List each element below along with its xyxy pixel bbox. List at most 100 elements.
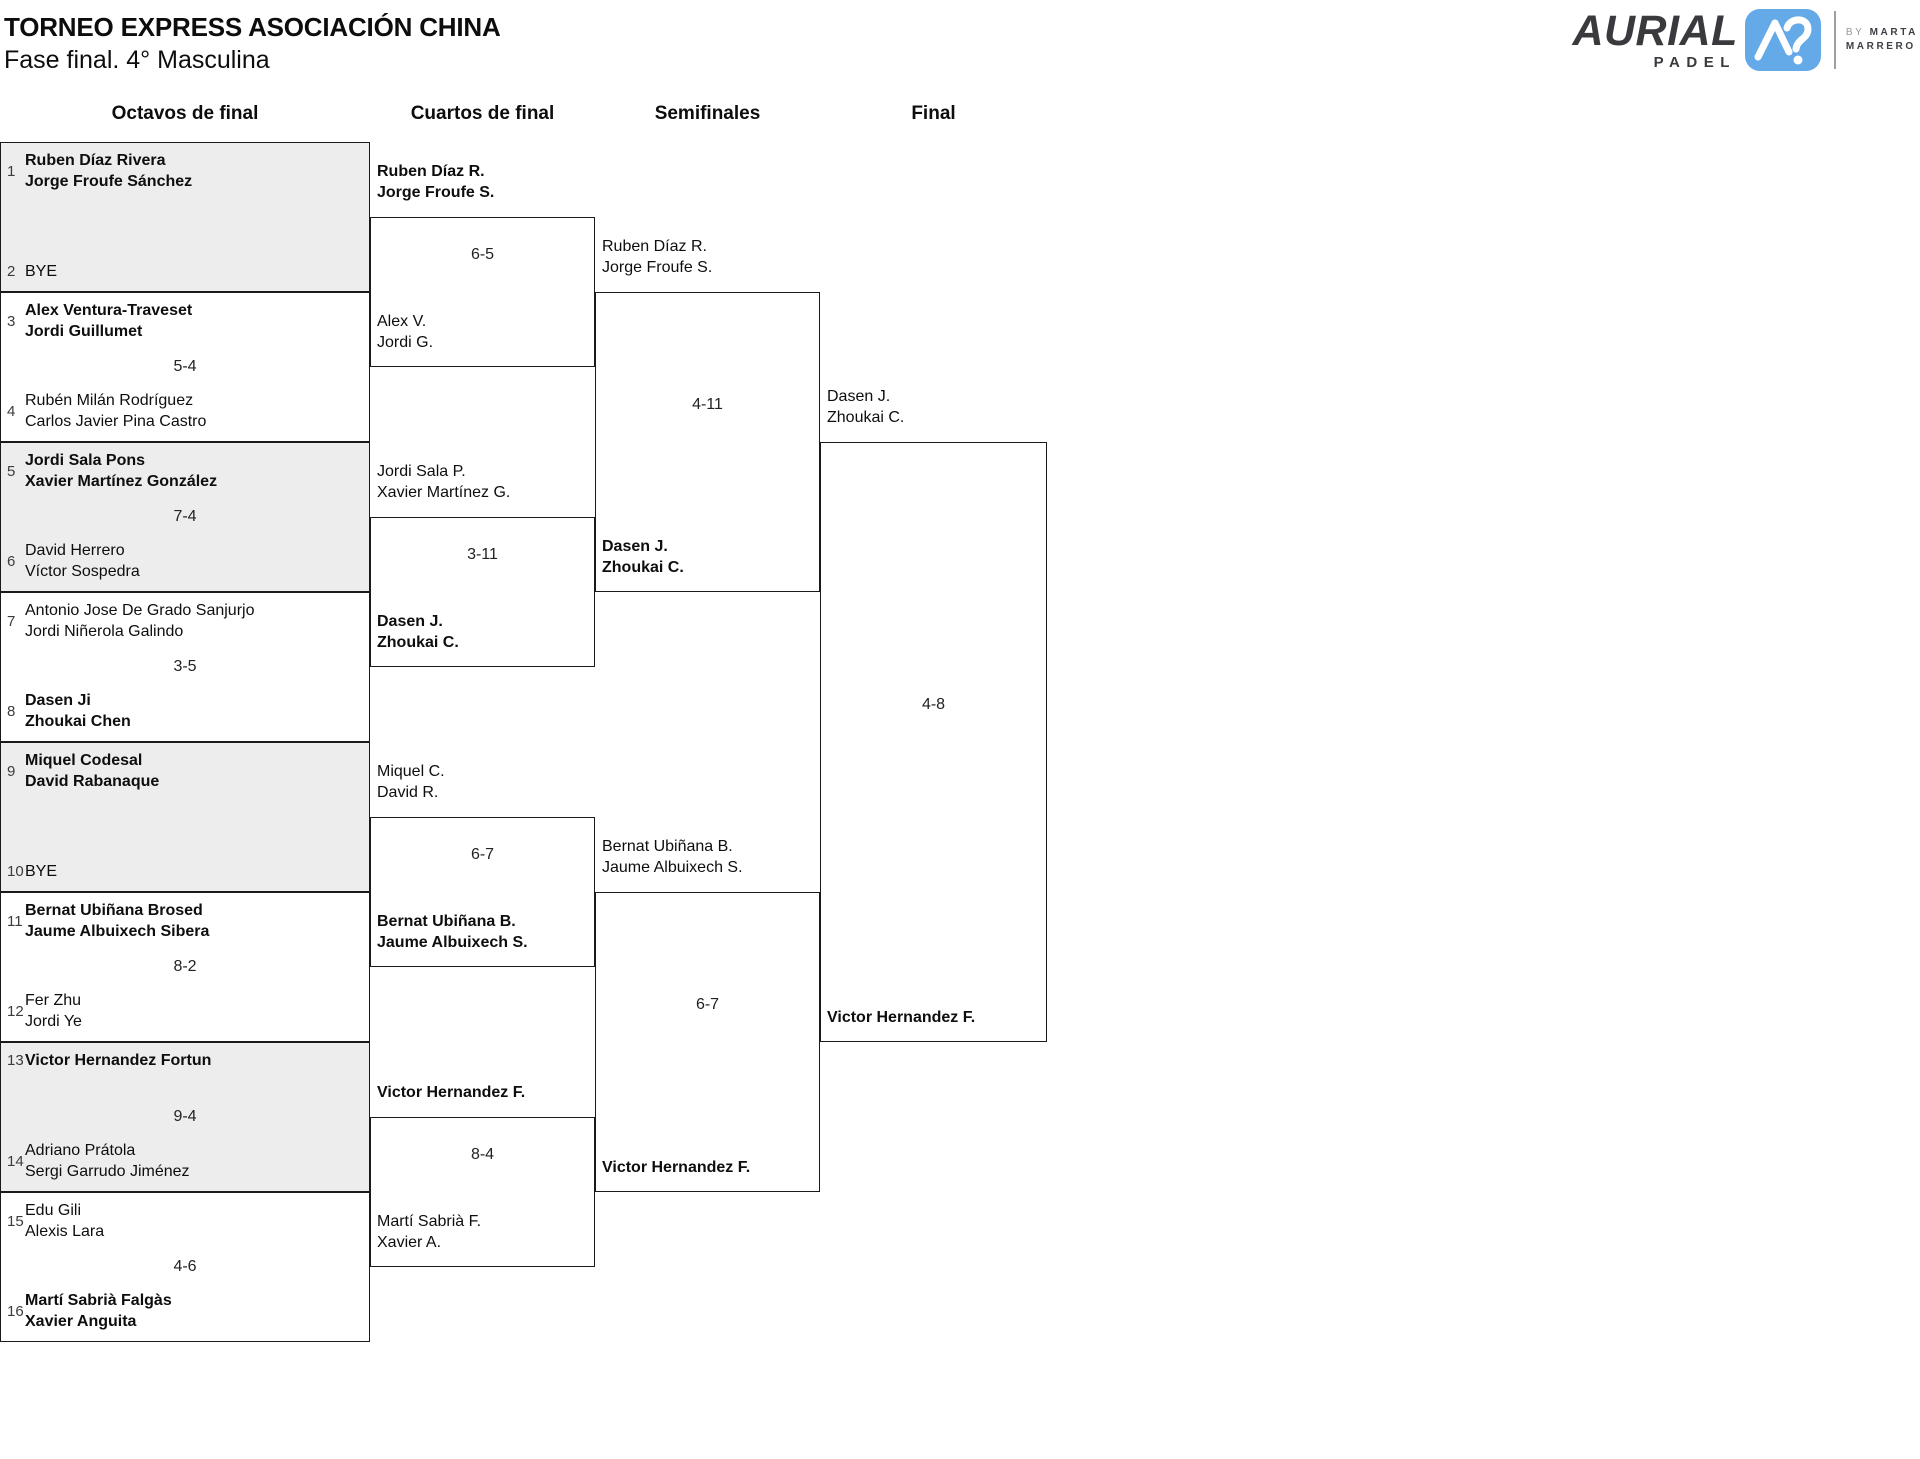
seed-number: 11	[7, 912, 23, 930]
seed-number: 5	[7, 462, 16, 480]
team-slot-top: 9 Miquel Codesal David Rabanaque	[7, 750, 365, 792]
page-subtitle: Fase final. 4° Masculina	[4, 46, 270, 74]
seed-number: 13	[7, 1052, 24, 1069]
player-name: Carlos Javier Pina Castro	[25, 413, 207, 430]
player-name: Zhoukai C.	[602, 559, 684, 576]
player-name: Bernat Ubiñana Brosed	[25, 902, 203, 919]
match-score: 4-8	[921, 696, 946, 713]
player-name: BYE	[25, 263, 58, 280]
player-name: Dasen J.	[377, 613, 443, 630]
match-r16-2: 3 Alex Ventura-Traveset Jordi Guillumet …	[0, 292, 370, 442]
team-slot-top: 5 Jordi Sala Pons Xavier Martínez Gonzál…	[7, 450, 365, 492]
match-r16-6: 11 Bernat Ubiñana Brosed Jaume Albuixech…	[0, 892, 370, 1042]
player-name: Dasen Ji	[25, 692, 91, 709]
team-slot-bottom: 4 Rubén Milán Rodríguez Carlos Javier Pi…	[7, 390, 365, 432]
player-name: Zhoukai C.	[827, 409, 905, 426]
player-name: Bernat Ubiñana B.	[377, 913, 516, 930]
logo-padel-text: PADEL	[1653, 54, 1736, 71]
player-name: Dasen J.	[827, 388, 891, 405]
player-name: Alexis Lara	[25, 1223, 105, 1240]
player-name: Jordi G.	[377, 334, 434, 351]
player-name: Jaume Albuixech S.	[377, 934, 528, 951]
player-name: David R.	[377, 784, 439, 801]
advancer-label-sf2-bottom: Victor Hernandez F.	[602, 1157, 750, 1178]
by-prefix: BY	[1845, 27, 1865, 38]
match-score: 9-4	[173, 1108, 197, 1125]
seed-number: 16	[7, 1302, 24, 1320]
player-name: Antonio Jose De Grado Sanjurjo	[25, 602, 255, 619]
team-names: Bernat Ubiñana Brosed Jaume Albuixech Si…	[25, 900, 209, 942]
player-name: Miquel Codesal	[25, 752, 143, 769]
player-name: Jordi Guillumet	[25, 323, 143, 340]
player-name: BYE	[25, 863, 58, 880]
player-name: David Herrero	[25, 542, 125, 559]
player-name: Ruben Díaz R.	[377, 163, 485, 180]
team-names: Alex Ventura-Traveset Jordi Guillumet	[25, 300, 192, 342]
player-name: Jorge Froufe S.	[377, 184, 495, 201]
advancer-label-sf2-top: Bernat Ubiñana B. Jaume Albuixech S.	[602, 836, 743, 878]
player-name: Jaume Albuixech S.	[602, 859, 743, 876]
match-qf-2: 3-11	[370, 517, 595, 667]
seed-number: 4	[7, 402, 16, 420]
player-name: Dasen J.	[602, 538, 668, 555]
team-slot-bottom: 2 BYE	[7, 261, 365, 282]
seed-number: 2	[7, 263, 16, 280]
team-slot-top: 15 Edu Gili Alexis Lara	[7, 1200, 365, 1242]
player-name: Ruben Díaz Rivera	[25, 152, 166, 169]
match-r16-1: 1 Ruben Díaz Rivera Jorge Froufe Sánchez…	[0, 142, 370, 292]
match-r16-4: 7 Antonio Jose De Grado Sanjurjo Jordi N…	[0, 592, 370, 742]
team-names: Ruben Díaz Rivera Jorge Froufe Sánchez	[25, 150, 192, 192]
player-name: Alex V.	[377, 313, 427, 330]
seed-number: 9	[7, 762, 16, 780]
team-slot-bottom: 14 Adriano Prátola Sergi Garrudo Jiménez	[7, 1140, 365, 1182]
team-slot-top: 3 Alex Ventura-Traveset Jordi Guillumet	[7, 300, 365, 342]
advancer-label-sf1-top: Ruben Díaz R. Jorge Froufe S.	[602, 236, 712, 278]
advancer-label-qf3-top: Miquel C. David R.	[377, 761, 445, 803]
seed-number: 15	[7, 1212, 24, 1230]
player-name: Martí Sabrià Falgàs	[25, 1292, 172, 1309]
match-r16-3: 5 Jordi Sala Pons Xavier Martínez Gonzál…	[0, 442, 370, 592]
match-r16-7: 13 Victor Hernandez Fortun 9-4 14 Adrian…	[0, 1042, 370, 1192]
advancer-label-qf4-bottom: Martí Sabrià F. Xavier A.	[377, 1211, 481, 1253]
match-score: 3-5	[173, 658, 197, 675]
team-names: Victor Hernandez Fortun	[25, 1050, 211, 1071]
player-name: Jordi Ye	[25, 1013, 82, 1030]
player-name: Bernat Ubiñana B.	[602, 838, 733, 855]
match-score: 7-4	[173, 508, 197, 525]
player-name: Xavier Anguita	[25, 1313, 137, 1330]
player-name: Adriano Prátola	[25, 1142, 136, 1159]
player-name: Edu Gili	[25, 1202, 82, 1219]
player-name: Rubén Milán Rodríguez	[25, 392, 194, 409]
match-score: 8-4	[470, 1146, 495, 1163]
player-name: Xavier Martínez González	[25, 473, 218, 490]
logo-byline: BY MARTA MARRERO	[1846, 26, 1918, 54]
team-slot-bottom: 16 Martí Sabrià Falgàs Xavier Anguita	[7, 1290, 365, 1332]
advancer-label-sf1-bottom: Dasen J. Zhoukai C.	[602, 536, 684, 578]
match-sf-1: 4-11	[595, 292, 820, 592]
match-score: 3-11	[467, 546, 498, 563]
match-r16-8: 15 Edu Gili Alexis Lara 4-6 16 Martí Sab…	[0, 1192, 370, 1342]
seed-number: 10	[7, 863, 24, 880]
round-header-cuartos: Cuartos de final	[410, 103, 555, 124]
player-name: Jordi Niñerola Galindo	[25, 623, 184, 640]
team-names: Fer Zhu Jordi Ye	[25, 990, 82, 1032]
player-name: Victor Hernandez F.	[377, 1084, 526, 1101]
by-name-bottom: MARRERO	[1845, 41, 1916, 52]
match-score: 5-4	[173, 358, 197, 375]
match-score: 4-11	[692, 396, 723, 413]
advancer-label-final-top: Dasen J. Zhoukai C.	[827, 386, 904, 428]
advancer-label-final-bottom: Victor Hernandez F.	[827, 1007, 975, 1028]
player-name: Fer Zhu	[25, 992, 82, 1009]
by-name-top: MARTA	[1869, 27, 1918, 38]
player-name: Víctor Sospedra	[25, 563, 140, 580]
match-score: 6-7	[695, 996, 720, 1013]
team-names: Adriano Prátola Sergi Garrudo Jiménez	[25, 1140, 190, 1182]
seed-number: 7	[7, 612, 16, 630]
team-names: BYE	[25, 861, 57, 882]
player-name: Ruben Díaz R.	[602, 238, 707, 255]
team-names: Antonio Jose De Grado Sanjurjo Jordi Niñ…	[25, 600, 254, 642]
player-name: Zhoukai Chen	[25, 713, 131, 730]
player-name: David Rabanaque	[25, 773, 160, 790]
team-slot-top: 1 Ruben Díaz Rivera Jorge Froufe Sánchez	[7, 150, 365, 192]
player-name: Jorge Froufe S.	[602, 259, 713, 276]
